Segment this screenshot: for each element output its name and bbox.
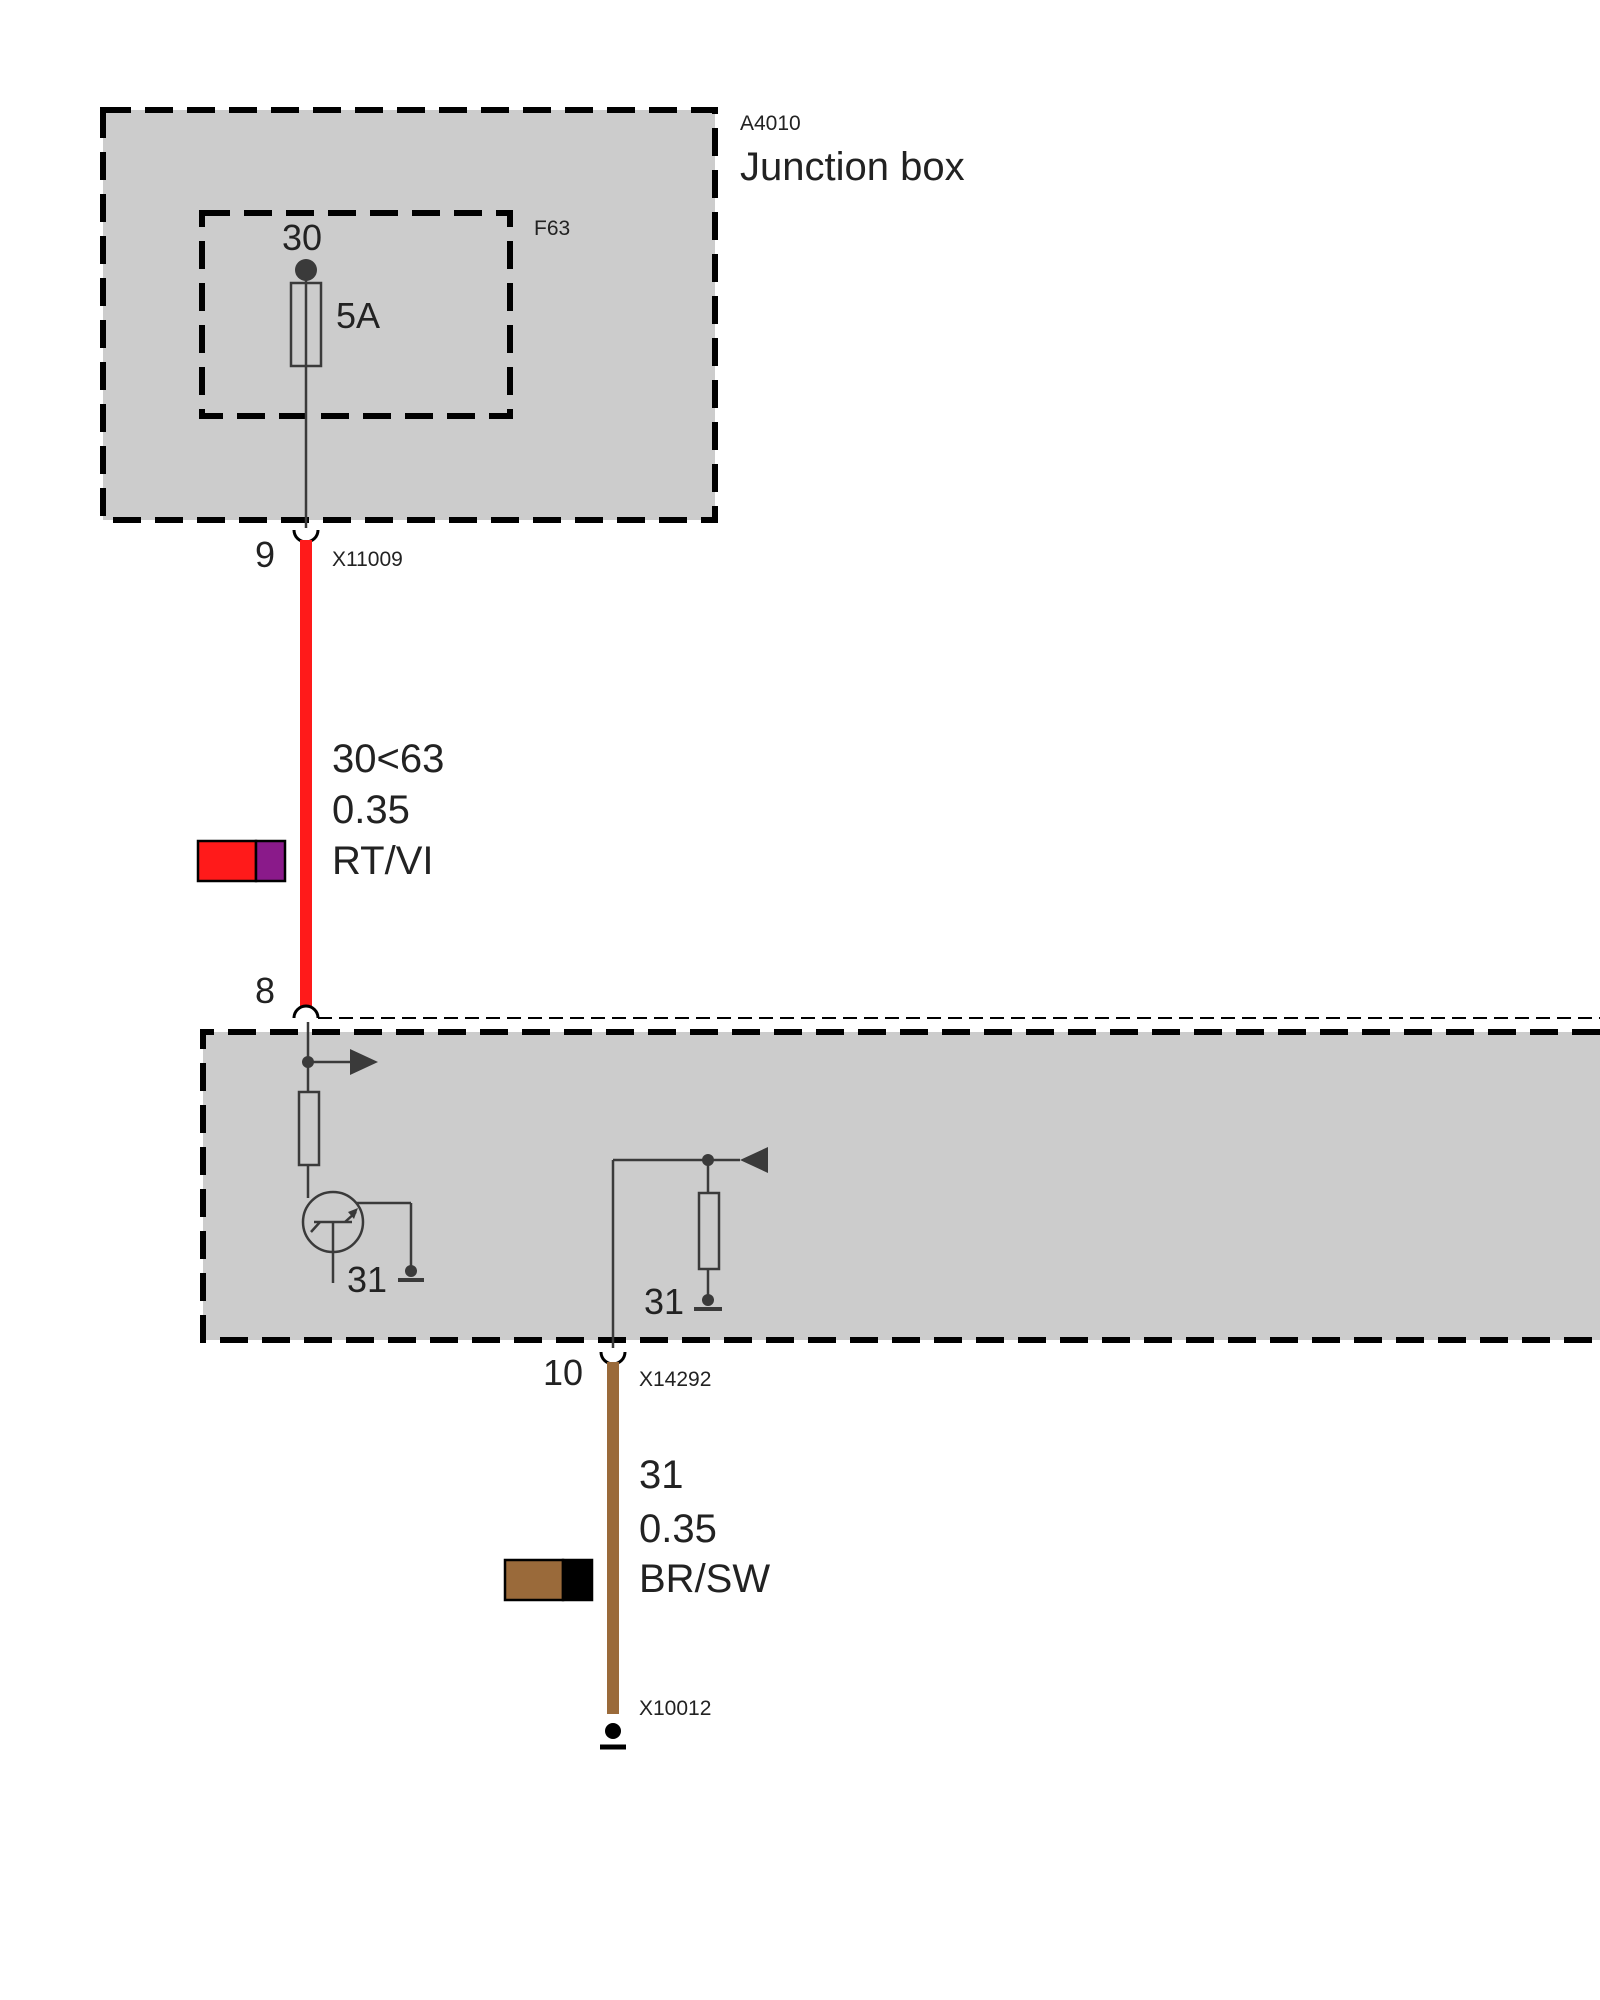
wire-1-signal: 30<63	[332, 737, 444, 781]
connector-x11009-id: X11009	[332, 548, 403, 571]
pin-10-label: 10	[543, 1352, 583, 1393]
fuse-terminal-label: 30	[282, 217, 322, 258]
wire-2-swatch-brown	[503, 1558, 565, 1602]
transistor-ground-label: 31	[347, 1259, 387, 1300]
signal-input-arrow-icon	[740, 1147, 768, 1173]
wire-2-cross-section: 0.35	[639, 1507, 717, 1551]
signal-output-arrow-icon	[350, 1049, 378, 1075]
module-outline	[200, 1029, 1600, 1343]
connector-pin-8-symbol	[292, 1004, 320, 1019]
junction-box-name: Junction box	[740, 145, 965, 189]
transistor-collector	[310, 1221, 321, 1233]
junction-box-id: A4010	[740, 112, 801, 135]
transistor-emitter-arrow-icon	[348, 1208, 358, 1219]
resistor-ground-label: 31	[644, 1281, 684, 1322]
ground-point-dot	[605, 1723, 621, 1739]
wire-1-cross-section: 0.35	[332, 788, 410, 832]
fuse-rating: 5A	[336, 295, 380, 336]
wire-1-color-code: RT/VI	[332, 839, 434, 883]
junction-box-outline	[100, 107, 718, 523]
pin-9-label: 9	[255, 534, 275, 575]
connector-x14292-id: X14292	[639, 1368, 711, 1391]
fuse-id: F63	[534, 217, 570, 240]
wire-1-swatch-red	[196, 839, 258, 883]
pin-8-label: 8	[255, 970, 275, 1011]
fuse-outline	[199, 210, 513, 419]
wire-2-swatch-black	[561, 1558, 594, 1602]
transistor-ground-dot	[405, 1265, 417, 1277]
resistor-ground-dot	[702, 1294, 714, 1306]
ground-point-id: X10012	[639, 1697, 711, 1720]
wire-1-swatch-violet	[254, 839, 287, 883]
wire-2-signal: 31	[639, 1453, 684, 1497]
wire-2-color-code: BR/SW	[639, 1557, 770, 1601]
